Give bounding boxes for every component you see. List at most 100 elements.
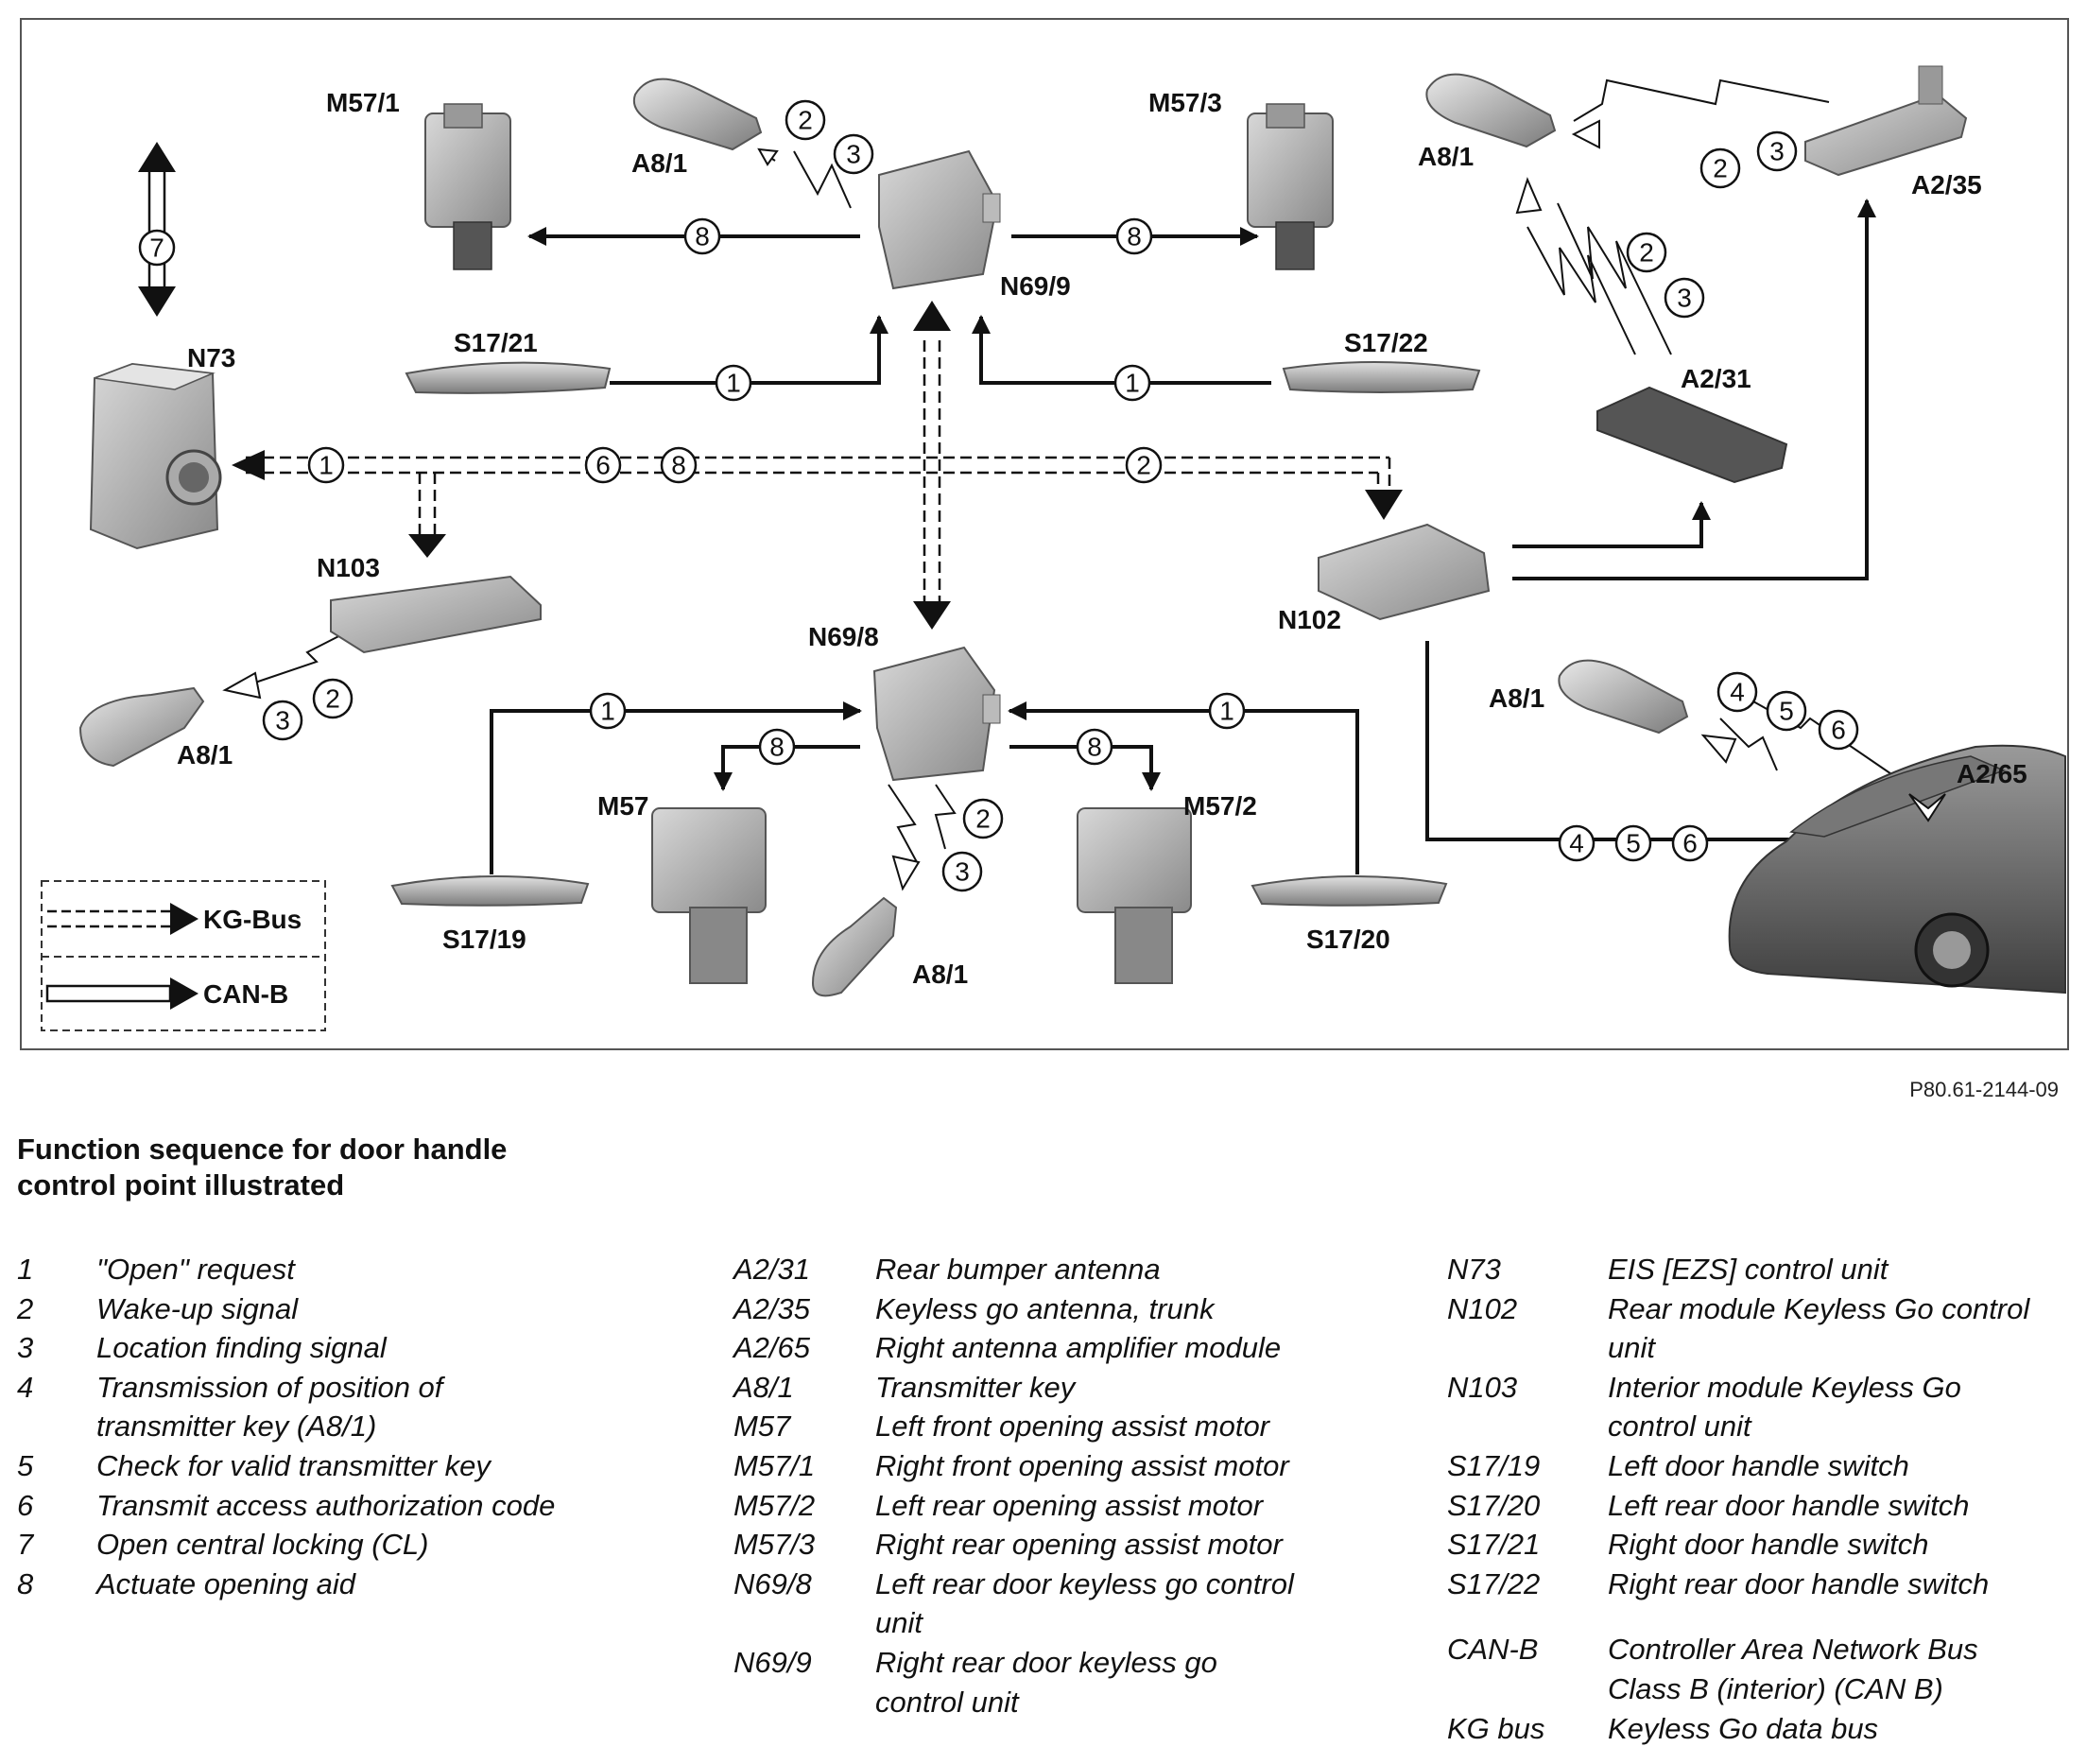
legend-key: 6 xyxy=(17,1488,34,1522)
s17-19-door-handle xyxy=(390,874,590,907)
label-a8-1-top: A8/1 xyxy=(631,148,687,178)
legend-text: Right rear door keyless go control unit xyxy=(875,1645,1217,1719)
legend-text: Left rear door handle switch xyxy=(1608,1488,1970,1522)
m57-motor xyxy=(651,807,767,984)
legend-key: N102 xyxy=(1447,1291,1518,1325)
legend-key: 5 xyxy=(17,1448,34,1482)
bus-legend: KG-Bus CAN-B xyxy=(41,880,326,1031)
label-a8-1-right: A8/1 xyxy=(1489,683,1544,713)
svg-text:3: 3 xyxy=(1769,137,1785,166)
label-n69-8: N69/8 xyxy=(808,622,879,651)
legend-can-b-label: CAN-B xyxy=(203,979,288,1009)
svg-text:3: 3 xyxy=(275,706,290,735)
svg-text:8: 8 xyxy=(1087,733,1102,762)
m57-2-motor xyxy=(1077,807,1192,984)
legend-text: Right door handle switch xyxy=(1608,1528,1929,1562)
label-a2-31: A2/31 xyxy=(1681,364,1751,393)
legend-key: N69/9 xyxy=(733,1645,812,1679)
label-s17-22: S17/22 xyxy=(1344,328,1428,357)
m57-1-motor xyxy=(424,103,511,270)
label-n102: N102 xyxy=(1278,605,1341,634)
legend-row: N69/9 Right rear door keyless go control … xyxy=(733,1643,1376,1721)
svg-text:2: 2 xyxy=(325,684,340,714)
label-a8-1-topright: A8/1 xyxy=(1418,142,1474,171)
label-a2-65: A2/65 xyxy=(1957,759,2027,788)
legend-kg-bus-label: KG-Bus xyxy=(203,905,302,934)
svg-text:3: 3 xyxy=(955,857,970,887)
n69-8-control-unit xyxy=(872,646,1001,782)
legend-row: N102 Rear module Keyless Go control unit xyxy=(1447,1289,2076,1368)
label-s17-19: S17/19 xyxy=(442,925,526,954)
legend-key: A2/65 xyxy=(733,1331,811,1365)
legend-text: Left front opening assist motor xyxy=(875,1409,1270,1444)
svg-text:5: 5 xyxy=(1626,829,1641,858)
legend-row: N103 Interior module Keyless Go control u… xyxy=(1447,1368,2076,1446)
label-n73: N73 xyxy=(187,343,235,372)
legend-key: CAN-B xyxy=(1447,1633,1539,1667)
a8-1-key-topright xyxy=(1425,73,1557,148)
n73-eis-control-unit xyxy=(89,362,222,550)
svg-text:8: 8 xyxy=(671,451,686,480)
label-m57: M57 xyxy=(597,791,648,821)
figure-id: P80.61-2144-09 xyxy=(1909,1078,2059,1101)
svg-text:4: 4 xyxy=(1730,678,1745,707)
diagram-frame xyxy=(20,18,2069,1050)
svg-text:8: 8 xyxy=(1127,222,1142,251)
svg-text:2: 2 xyxy=(1713,154,1728,183)
svg-text:2: 2 xyxy=(1136,451,1151,480)
legend-key: 4 xyxy=(17,1370,34,1404)
legend-key: M57 xyxy=(733,1409,791,1444)
a2-31-antenna xyxy=(1596,386,1788,484)
legend-row: 1 "Open" request xyxy=(17,1250,660,1289)
legend-text: Open central locking (CL) xyxy=(96,1528,429,1562)
legend-key: M57/1 xyxy=(733,1448,816,1482)
legend-text: "Open" request xyxy=(96,1253,295,1286)
label-a8-1-bottom: A8/1 xyxy=(912,960,968,989)
legend-key: N69/8 xyxy=(733,1566,812,1600)
legend-key: N103 xyxy=(1447,1370,1518,1404)
a8-1-key-right xyxy=(1558,659,1689,735)
legend-row: M57/1 Right front opening assist motor xyxy=(733,1446,1376,1486)
legend-text: Rear module Keyless Go control unit xyxy=(1608,1291,2030,1365)
label-m57-2: M57/2 xyxy=(1183,791,1257,821)
legend-key: M57/3 xyxy=(733,1528,816,1562)
svg-text:6: 6 xyxy=(1831,716,1846,745)
diagram-title: Function sequence for door handle contro… xyxy=(17,1133,508,1202)
legend-text: Right front opening assist motor xyxy=(875,1448,1289,1482)
legend-text: Actuate opening aid xyxy=(96,1566,356,1600)
n102-control-unit xyxy=(1318,523,1491,621)
legend-key: A2/31 xyxy=(733,1253,811,1286)
legend-text: Interior module Keyless Go control unit xyxy=(1608,1370,1961,1444)
a2-35-antenna xyxy=(1804,65,1968,177)
label-s17-21: S17/21 xyxy=(454,328,538,357)
legend-text: Right rear opening assist motor xyxy=(875,1528,1283,1562)
legend-key: A8/1 xyxy=(733,1370,794,1404)
legend-key: 1 xyxy=(17,1253,34,1286)
legend-text: Right antenna amplifier module xyxy=(875,1331,1282,1365)
svg-text:1: 1 xyxy=(319,451,334,480)
legend-text: Transmission of position of transmitter … xyxy=(96,1370,443,1444)
svg-text:2: 2 xyxy=(1639,238,1654,268)
svg-text:4: 4 xyxy=(1569,829,1584,858)
legend-key: M57/2 xyxy=(733,1488,816,1522)
legend-key: KG bus xyxy=(1447,1711,1545,1745)
signal-lines xyxy=(490,199,1909,874)
wireless-arrowheads xyxy=(222,119,1737,891)
svg-text:6: 6 xyxy=(595,451,611,480)
m57-3-motor xyxy=(1247,103,1334,270)
